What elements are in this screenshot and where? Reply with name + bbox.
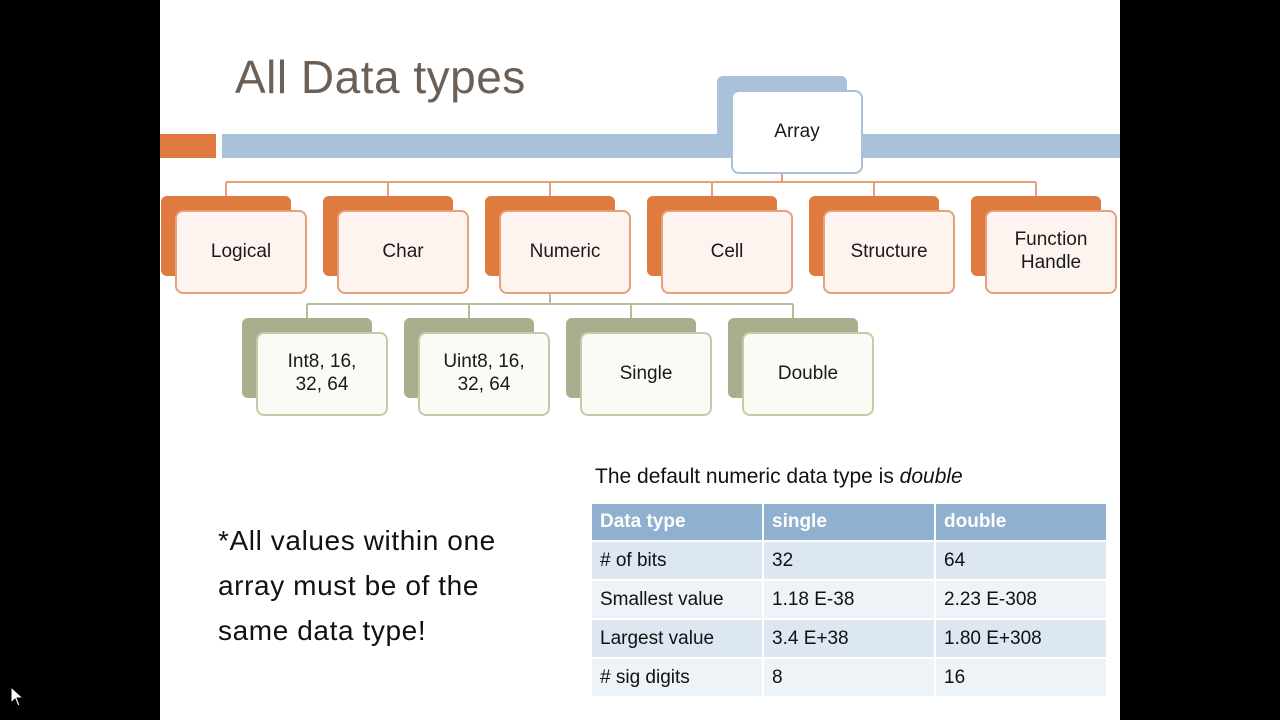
table-cell: 32: [764, 542, 936, 579]
table-cell: # sig digits: [592, 659, 764, 696]
orange-accent-bar: [160, 134, 216, 158]
slide-title: All Data types: [235, 51, 526, 103]
table-header-row: Data type single double: [592, 504, 1108, 540]
table-header-cell: double: [936, 504, 1108, 540]
table-row: Smallest value 1.18 E-38 2.23 E-308: [592, 581, 1108, 618]
node-double-label: Double: [742, 332, 874, 416]
table-cell: Smallest value: [592, 581, 764, 618]
default-note-prefix: The default numeric data type is: [595, 465, 900, 488]
node-array-label: Array: [731, 90, 863, 174]
table-cell: 1.80 E+308: [936, 620, 1108, 657]
table-cell: 64: [936, 542, 1108, 579]
node-numeric-label: Numeric: [499, 210, 631, 294]
data-type-table: Data type single double # of bits 32 64 …: [592, 502, 1108, 698]
mouse-pointer-icon: [10, 686, 25, 707]
table-header-cell: Data type: [592, 504, 764, 540]
table-row: # of bits 32 64: [592, 542, 1108, 579]
table-row: # sig digits 8 16: [592, 659, 1108, 696]
node-char-label: Char: [337, 210, 469, 294]
node-function-handle-label: Function Handle: [985, 210, 1117, 294]
table-cell: 8: [764, 659, 936, 696]
presentation-slide: All Data types Array Logical: [160, 0, 1120, 720]
node-cell-label: Cell: [661, 210, 793, 294]
default-type-note: The default numeric data type is double: [595, 465, 1095, 489]
node-logical-label: Logical: [175, 210, 307, 294]
node-int-label: Int8, 16, 32, 64: [256, 332, 388, 416]
array-note: *All values within one array must be of …: [218, 525, 496, 646]
table-cell: 16: [936, 659, 1108, 696]
node-uint-label: Uint8, 16, 32, 64: [418, 332, 550, 416]
table-cell: 2.23 E-308: [936, 581, 1108, 618]
table-cell: 3.4 E+38: [764, 620, 936, 657]
node-single-label: Single: [580, 332, 712, 416]
table-row: Largest value 3.4 E+38 1.80 E+308: [592, 620, 1108, 657]
blue-accent-bar: [222, 134, 1120, 158]
table-cell: Largest value: [592, 620, 764, 657]
default-note-emphasis: double: [899, 465, 963, 488]
table-cell: # of bits: [592, 542, 764, 579]
table-header-cell: single: [764, 504, 936, 540]
table-cell: 1.18 E-38: [764, 581, 936, 618]
node-structure-label: Structure: [823, 210, 955, 294]
